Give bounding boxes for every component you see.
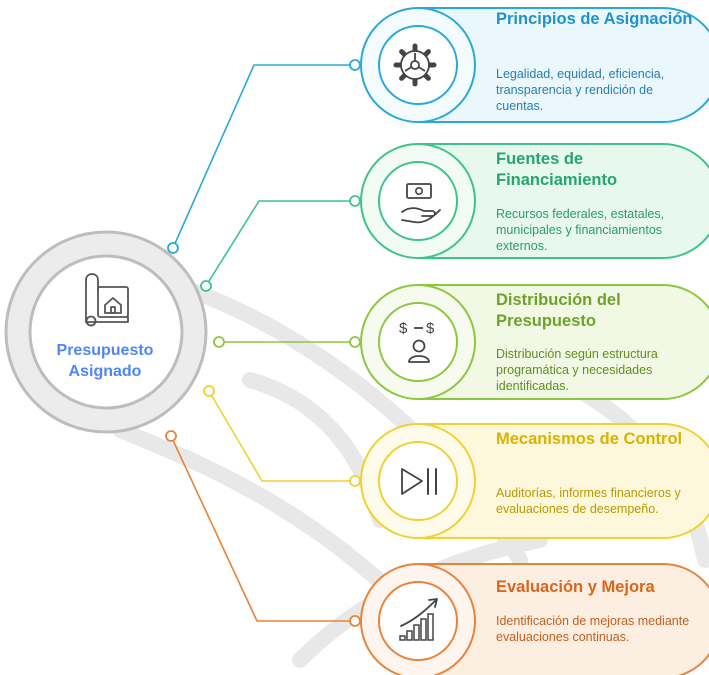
- card-icon-circle: [378, 302, 458, 382]
- connector-mecanismos: [203, 385, 361, 487]
- connector-principios: [167, 59, 361, 254]
- budget-house-icon: [85, 273, 129, 327]
- svg-text:$: $: [399, 320, 408, 337]
- card-title-fuentes: Fuentes de Financiamiento: [496, 150, 618, 189]
- card-title-distribucion: Distribución del Presupuesto: [496, 291, 621, 330]
- growth-chart-icon: [399, 598, 438, 641]
- card-description-evaluacion: Identificación de mejoras mediante evalu…: [496, 614, 690, 644]
- gear-icon: [393, 43, 437, 87]
- card-description-distribucion: Distribución según estructura programáti…: [496, 347, 658, 393]
- connector-distribucion: [213, 336, 361, 348]
- connector-fuentes: [200, 195, 361, 292]
- card-description-principios: Legalidad, equidad, eficiencia, transpar…: [496, 67, 665, 113]
- card-distribucion[interactable]: $$: [360, 284, 709, 400]
- hub-inner-circle: [28, 254, 184, 410]
- card-description-fuentes: Recursos federales, estatales, municipal…: [496, 207, 665, 253]
- card-principios[interactable]: [360, 7, 709, 123]
- hub-node[interactable]: [4, 230, 208, 434]
- connectors: [165, 59, 361, 627]
- card-description-mecanismos: Auditorías, informes financieros y evalu…: [496, 486, 681, 516]
- card-evaluacion[interactable]: [360, 563, 709, 675]
- svg-text:$: $: [426, 320, 435, 337]
- connector-evaluacion: [165, 430, 361, 627]
- card-title-principios: Principios de Asignación: [496, 10, 693, 28]
- card-fuentes[interactable]: [360, 143, 709, 259]
- card-icon-circle: [378, 581, 458, 661]
- card-banner: [417, 563, 709, 675]
- card-banner: [417, 423, 709, 539]
- item-nodes: $$: [360, 7, 709, 675]
- play-pause-icon: [401, 468, 437, 495]
- card-banner: [417, 143, 709, 259]
- person-dollar-icon: $$: [399, 320, 435, 363]
- hub-label: Presupuesto Asignado: [56, 342, 154, 380]
- card-icon-circle: [378, 441, 458, 521]
- card-icon-circle: [378, 161, 458, 241]
- card-title-mecanismos: Mecanismos de Control: [496, 430, 683, 448]
- card-banner: [417, 284, 709, 400]
- money-hand-icon: [401, 183, 441, 224]
- card-mecanismos[interactable]: [360, 423, 709, 539]
- card-title-evaluacion: Evaluación y Mejora: [496, 578, 655, 596]
- card-banner: [417, 7, 709, 123]
